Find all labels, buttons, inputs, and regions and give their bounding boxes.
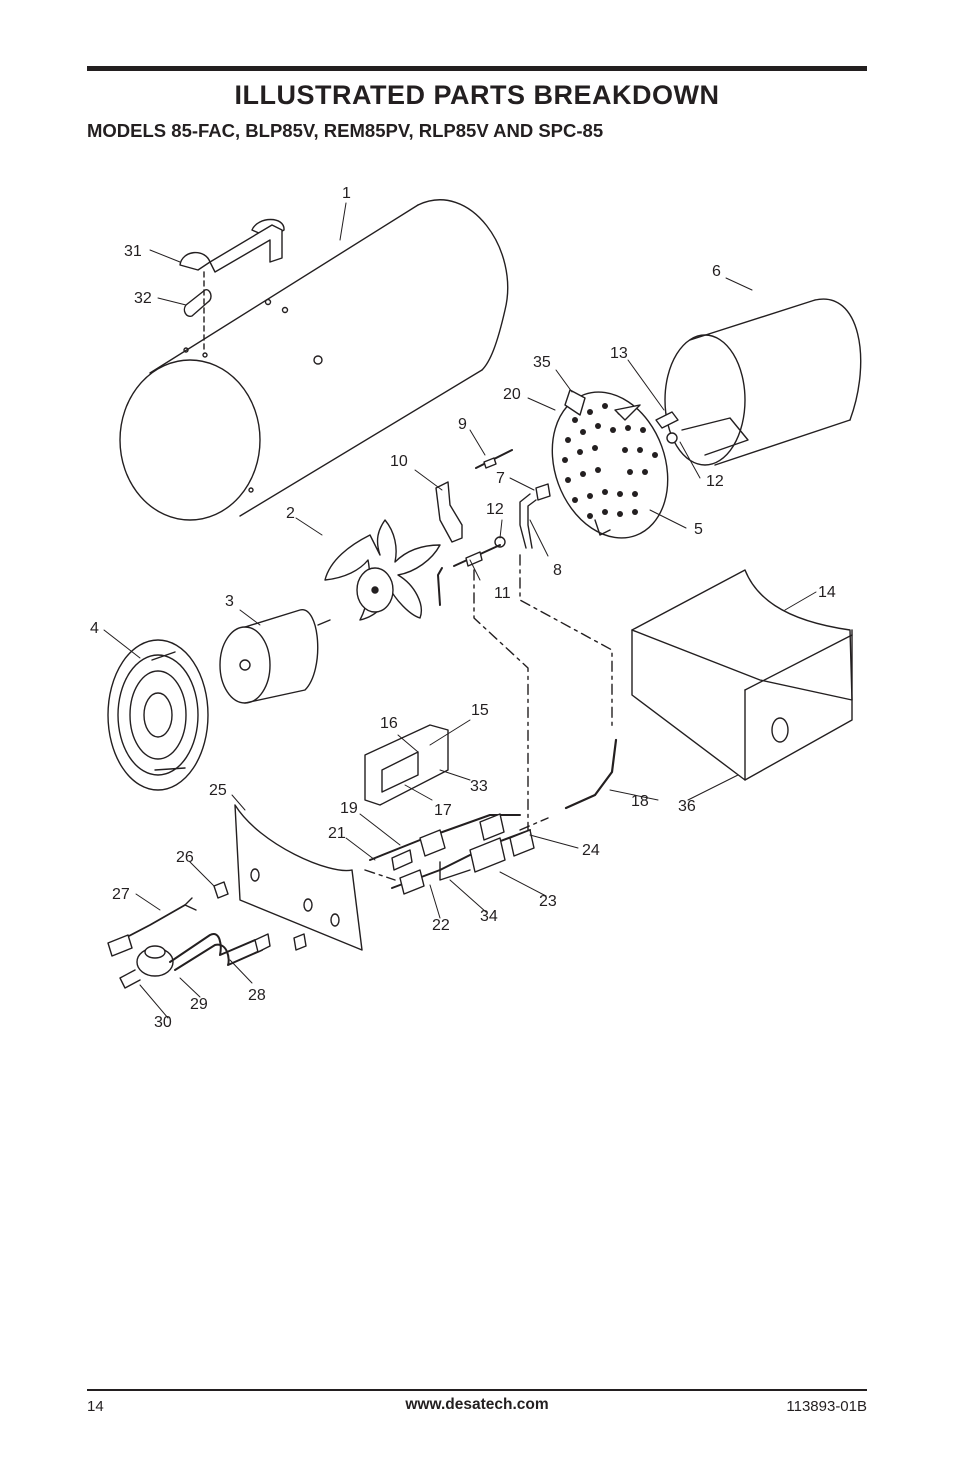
leader-lines-drawing bbox=[103, 202, 817, 1019]
regulator-hose-drawing bbox=[119, 933, 271, 989]
callout-labels: 1 2 3 4 5 6 7 8 9 10 11 12 12 13 14 15 1… bbox=[90, 185, 836, 1031]
callout-33: 33 bbox=[470, 778, 488, 795]
callout-21: 21 bbox=[328, 825, 346, 842]
callout-25: 25 bbox=[209, 782, 227, 799]
page-title: ILLUSTRATED PARTS BREAKDOWN bbox=[234, 80, 720, 110]
callout-30: 30 bbox=[154, 1014, 172, 1031]
callout-35: 35 bbox=[533, 354, 551, 371]
callout-20: 20 bbox=[503, 386, 521, 403]
callout-15: 15 bbox=[471, 702, 489, 719]
side-panel-drawing bbox=[234, 804, 363, 951]
nut-2-drawing bbox=[293, 933, 307, 951]
callout-18: 18 bbox=[631, 793, 649, 810]
page-subtitle: MODELS 85-FAC, BLP85V, REM85PV, RLP85V A… bbox=[87, 120, 604, 141]
callout-26: 26 bbox=[176, 849, 194, 866]
valve-manifold-drawing bbox=[369, 813, 535, 895]
spark-nozzle-drawing bbox=[475, 449, 551, 549]
website-link[interactable]: www.desatech.com bbox=[405, 1396, 549, 1413]
callout-12b: 12 bbox=[706, 473, 724, 490]
callout-24: 24 bbox=[582, 842, 600, 859]
lower-shell-drawing bbox=[631, 569, 853, 781]
callout-5: 5 bbox=[694, 521, 703, 538]
fan-blade-drawing bbox=[324, 519, 441, 621]
callout-23: 23 bbox=[539, 893, 557, 910]
document-number: 113893-01B bbox=[786, 1398, 867, 1415]
motor-drawing bbox=[219, 609, 331, 704]
thermocouple-drawing bbox=[437, 544, 501, 606]
callout-2: 2 bbox=[286, 505, 295, 522]
callout-27: 27 bbox=[112, 886, 130, 903]
housing-cylinder-drawing bbox=[119, 199, 509, 521]
callout-4: 4 bbox=[90, 620, 99, 637]
callout-11: 11 bbox=[494, 585, 511, 602]
callout-29: 29 bbox=[190, 996, 208, 1013]
tubing-drawing bbox=[564, 738, 618, 810]
shield-drawing bbox=[664, 298, 862, 466]
callout-17: 17 bbox=[434, 802, 452, 819]
top-rule bbox=[87, 66, 867, 71]
callout-34: 34 bbox=[480, 908, 498, 925]
callout-7: 7 bbox=[496, 470, 505, 487]
fan-guard-drawing bbox=[107, 639, 209, 791]
callout-12a: 12 bbox=[486, 501, 504, 518]
small-fittings-drawing bbox=[494, 411, 679, 548]
control-board-drawing bbox=[364, 724, 449, 806]
burner-plate-drawing bbox=[551, 389, 669, 539]
assembly-lines-drawing bbox=[364, 554, 613, 881]
nut-drawing bbox=[213, 881, 229, 899]
page-number: 14 bbox=[87, 1398, 104, 1415]
bottom-rule bbox=[87, 1389, 867, 1391]
bracket-drawing bbox=[435, 481, 463, 543]
callout-22: 22 bbox=[432, 917, 450, 934]
callout-13: 13 bbox=[610, 345, 628, 362]
callout-28: 28 bbox=[248, 987, 266, 1004]
callout-6: 6 bbox=[712, 263, 721, 280]
callout-10: 10 bbox=[390, 453, 408, 470]
callout-9: 9 bbox=[458, 416, 467, 433]
callout-36: 36 bbox=[678, 798, 696, 815]
callout-14: 14 bbox=[818, 584, 836, 601]
callout-8: 8 bbox=[553, 562, 562, 579]
callout-31: 31 bbox=[124, 243, 142, 260]
callout-32: 32 bbox=[134, 290, 152, 307]
power-cord-drawing bbox=[107, 897, 197, 957]
callout-1: 1 bbox=[342, 185, 351, 202]
callout-19: 19 bbox=[340, 800, 358, 817]
callout-3: 3 bbox=[225, 593, 234, 610]
handle-bracket-drawing bbox=[179, 218, 285, 351]
callout-16: 16 bbox=[380, 715, 398, 732]
